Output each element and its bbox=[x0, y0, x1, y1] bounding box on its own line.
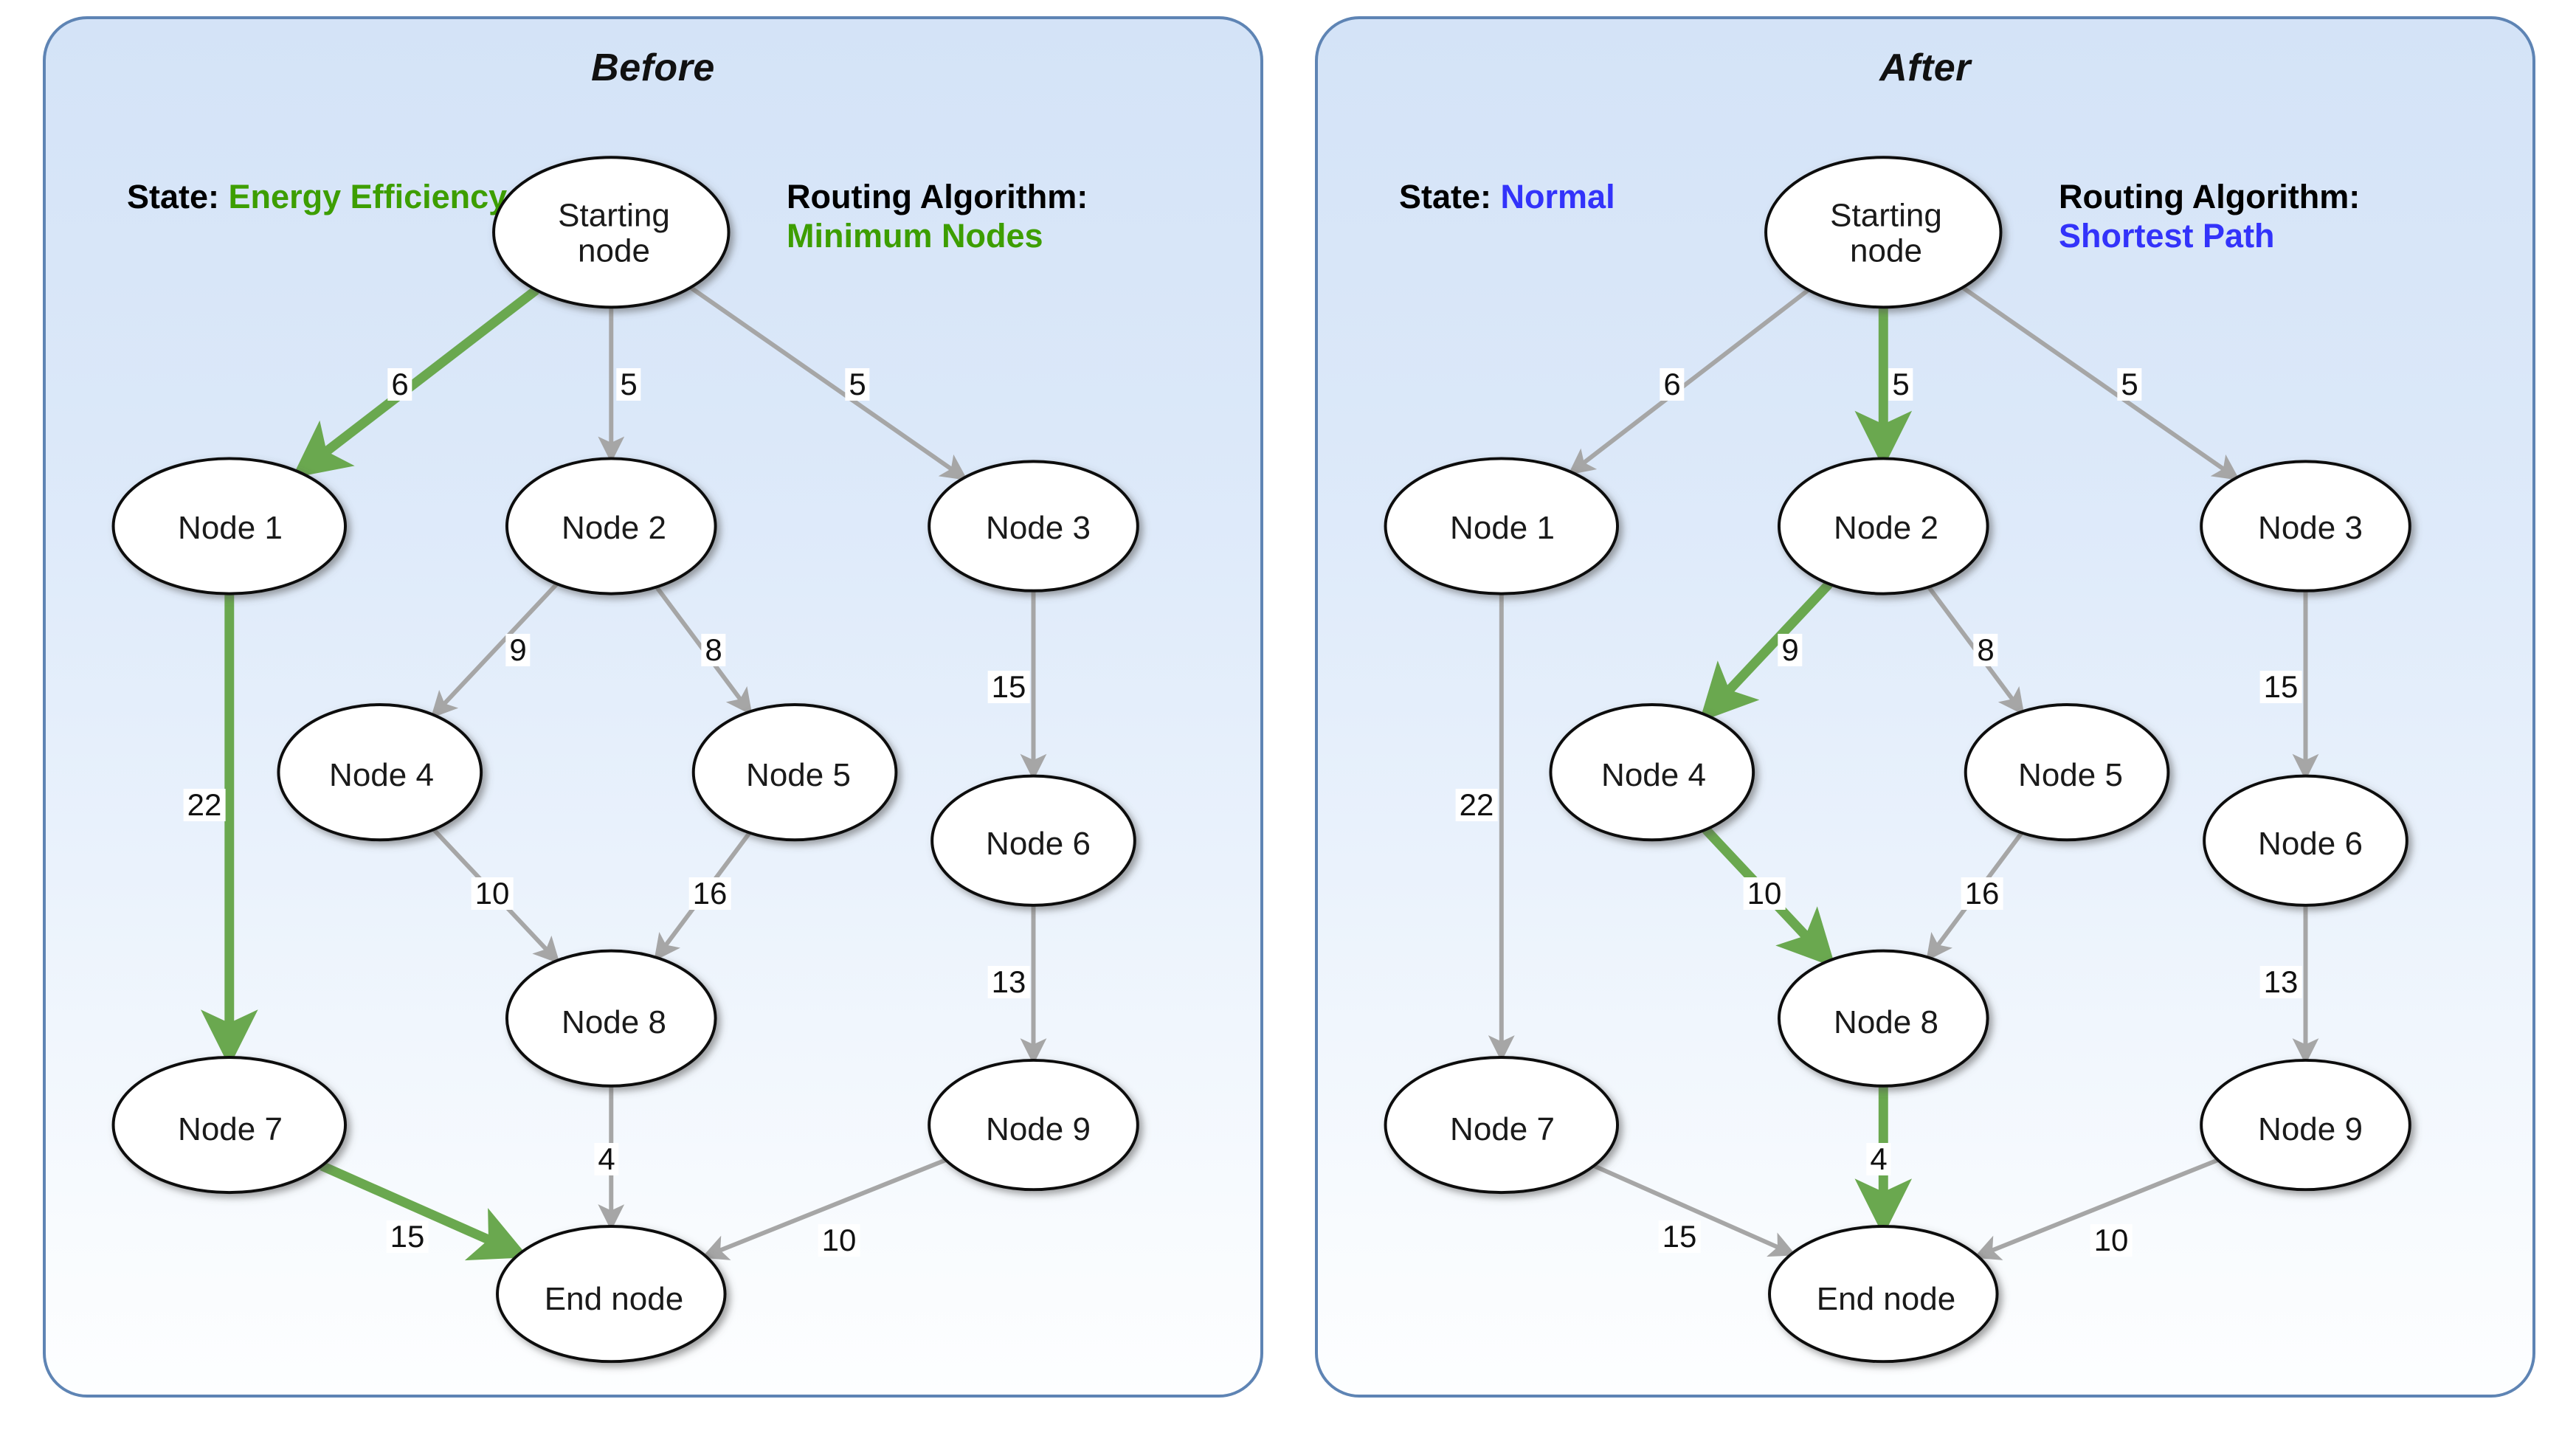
routing-algorithm-value: Shortest Path bbox=[2059, 217, 2275, 255]
edge-weight-n9-end: 10 bbox=[2090, 1224, 2133, 1257]
node-n4[interactable] bbox=[1549, 703, 1755, 842]
node-n6[interactable] bbox=[930, 774, 1136, 907]
edge-weight-n2-n5: 8 bbox=[701, 634, 726, 666]
edge-n9-end bbox=[701, 1158, 947, 1260]
panel-title: After bbox=[1879, 46, 1971, 89]
edge-start-n1 bbox=[291, 286, 539, 478]
edge-weight-n3-n6: 15 bbox=[2259, 671, 2302, 703]
edge-n9-end bbox=[1973, 1158, 2219, 1260]
node-n3[interactable] bbox=[928, 460, 1139, 593]
state-meta: State: Normal bbox=[1399, 177, 1783, 216]
node-n7[interactable] bbox=[1384, 1055, 1620, 1195]
edge-weight-n8-end: 4 bbox=[594, 1143, 619, 1175]
edge-weight-n2-n5: 8 bbox=[1973, 634, 1998, 666]
edge-weight-n7-end: 15 bbox=[386, 1220, 429, 1253]
edge-weight-n6-n9: 13 bbox=[2259, 966, 2302, 998]
node-start[interactable] bbox=[492, 156, 731, 309]
node-n9[interactable] bbox=[928, 1058, 1139, 1192]
edges-layer bbox=[1488, 286, 2319, 1260]
node-n2[interactable] bbox=[505, 457, 717, 595]
edge-weight-n8-end: 4 bbox=[1866, 1143, 1891, 1175]
node-end[interactable] bbox=[496, 1224, 727, 1364]
edge-weight-start-n3: 5 bbox=[845, 368, 870, 401]
edge-weight-n7-end: 15 bbox=[1658, 1220, 1701, 1253]
edge-weight-n4-n8: 10 bbox=[471, 877, 514, 910]
edge-n7-end bbox=[1592, 1164, 1797, 1257]
edge-n7-end bbox=[320, 1161, 529, 1261]
edge-weight-n2-n4: 9 bbox=[1778, 634, 1803, 666]
graph-area bbox=[1318, 19, 2532, 1395]
edge-weight-n6-n9: 13 bbox=[987, 966, 1030, 998]
node-n1[interactable] bbox=[1384, 457, 1620, 595]
graph-area bbox=[46, 19, 1260, 1395]
node-n4[interactable] bbox=[277, 703, 483, 842]
node-n5[interactable] bbox=[691, 703, 898, 842]
edge-weight-start-n1: 6 bbox=[1660, 368, 1685, 401]
routing-algorithm-value: Minimum Nodes bbox=[787, 217, 1043, 255]
node-end[interactable] bbox=[1768, 1224, 1999, 1364]
edge-weight-n9-end: 10 bbox=[818, 1224, 860, 1257]
node-n7[interactable] bbox=[111, 1055, 348, 1195]
routing-algorithm-meta: Routing Algorithm:Shortest Path bbox=[2059, 177, 2501, 255]
nodes-layer bbox=[1384, 156, 2411, 1364]
nodes-layer bbox=[111, 156, 1139, 1364]
edge-weight-start-n1: 6 bbox=[387, 368, 412, 401]
panel-title: Before bbox=[591, 46, 715, 89]
routing-algorithm-label: Routing Algorithm: bbox=[2059, 178, 2361, 215]
state-meta: State: Energy Efficiency bbox=[127, 177, 511, 216]
state-label: State: bbox=[127, 178, 220, 215]
edge-weight-n3-n6: 15 bbox=[987, 671, 1030, 703]
node-n8[interactable] bbox=[1777, 949, 1989, 1088]
edge-weight-n1-n7: 22 bbox=[183, 789, 226, 821]
edge-weight-start-n2: 5 bbox=[1888, 368, 1913, 401]
edge-n2-n4 bbox=[1699, 580, 1833, 722]
state-value: Normal bbox=[1500, 178, 1615, 215]
node-start[interactable] bbox=[1764, 156, 2003, 309]
node-n6[interactable] bbox=[2203, 774, 2408, 907]
edge-start-n1 bbox=[1567, 288, 1810, 475]
node-n5[interactable] bbox=[1964, 703, 2170, 842]
edge-n2-n4 bbox=[430, 582, 559, 719]
node-n9[interactable] bbox=[2200, 1058, 2411, 1192]
edge-weight-n1-n7: 22 bbox=[1455, 789, 1498, 821]
node-n3[interactable] bbox=[2200, 460, 2411, 593]
node-n2[interactable] bbox=[1777, 457, 1989, 595]
node-n1[interactable] bbox=[111, 457, 348, 595]
edge-weight-start-n3: 5 bbox=[2117, 368, 2142, 401]
edge-weight-n5-n8: 16 bbox=[688, 877, 731, 910]
edge-weight-n5-n8: 16 bbox=[1961, 877, 2003, 910]
state-value: Energy Efficiency bbox=[228, 178, 508, 215]
edge-start-n3 bbox=[689, 286, 968, 481]
edge-start-n3 bbox=[1961, 286, 2240, 481]
node-n8[interactable] bbox=[505, 949, 717, 1088]
routing-algorithm-label: Routing Algorithm: bbox=[787, 178, 1088, 215]
edge-weight-start-n2: 5 bbox=[616, 368, 641, 401]
edges-layer bbox=[200, 286, 1047, 1261]
edge-weight-n4-n8: 10 bbox=[1743, 877, 1786, 910]
state-label: State: bbox=[1399, 178, 1492, 215]
edge-weight-n2-n4: 9 bbox=[505, 634, 531, 666]
routing-algorithm-meta: Routing Algorithm:Minimum Nodes bbox=[787, 177, 1229, 255]
